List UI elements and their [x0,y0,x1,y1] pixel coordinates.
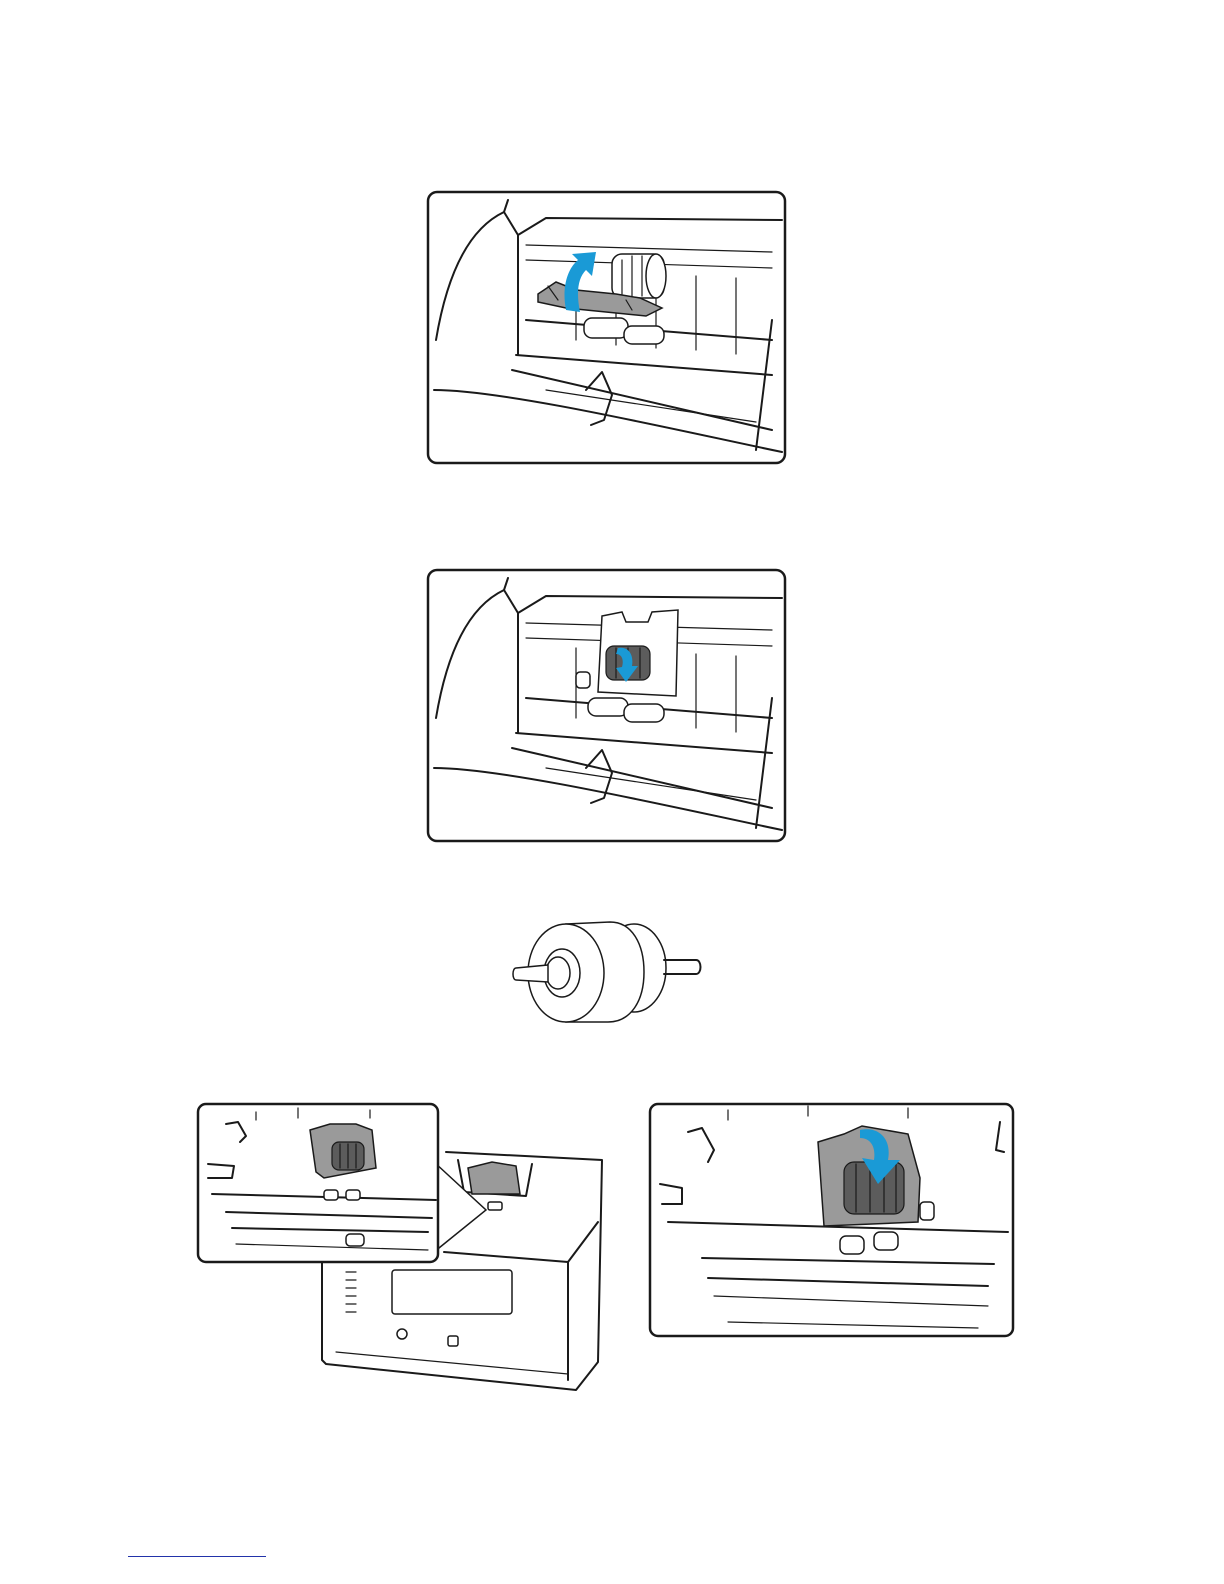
rotate-roller-figure [426,568,788,844]
open-roller-cover-figure [426,190,788,467]
close-roller-cover-figure [648,1102,1016,1340]
feed-roller-part-figure [506,918,706,1028]
roller-location-callout-figure [196,1102,606,1394]
footnote-separator [128,1556,266,1557]
